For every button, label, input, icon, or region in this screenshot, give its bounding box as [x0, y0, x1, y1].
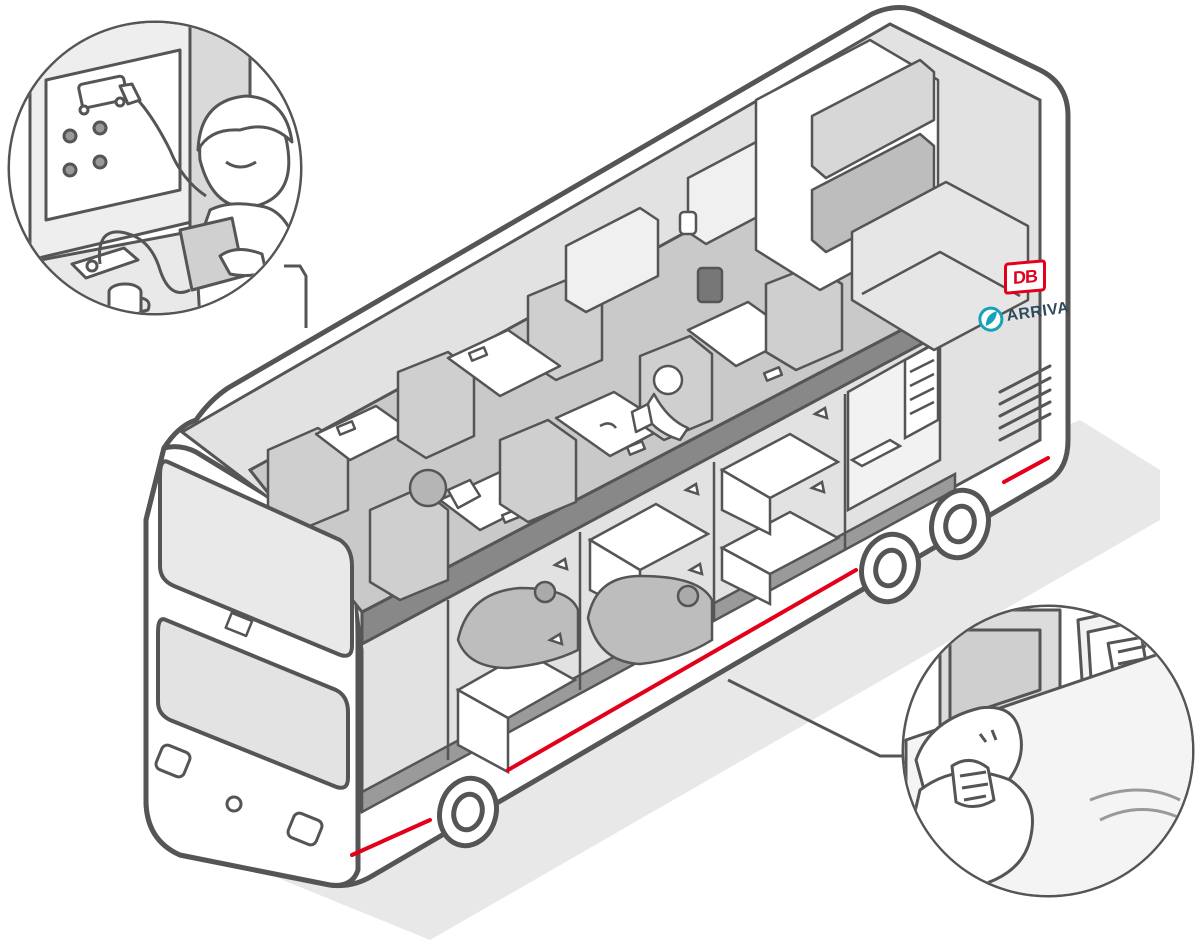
route-display-callout	[7, 20, 303, 316]
seat	[396, 350, 476, 460]
callout-leaders	[284, 264, 906, 758]
sleeping-cabin-callout	[901, 604, 1195, 898]
destination-sign	[224, 611, 254, 638]
person-icon	[92, 120, 108, 136]
rear-utility-area	[846, 337, 942, 513]
upper-deck-seating	[266, 264, 844, 602]
front-windows	[156, 459, 354, 790]
table	[446, 328, 562, 398]
lower-deck-bunks	[446, 394, 847, 775]
rear-vents	[998, 364, 1052, 442]
lower-front-window	[156, 617, 350, 790]
person-icon	[92, 154, 108, 170]
headlights	[154, 743, 324, 847]
upper-front-window	[158, 459, 354, 658]
person-icon	[62, 128, 78, 144]
seat	[498, 418, 578, 524]
wheels	[437, 487, 991, 849]
upper-deck-rear-units	[564, 38, 1030, 352]
red-stripe	[350, 456, 1050, 857]
person-icon	[62, 162, 78, 178]
